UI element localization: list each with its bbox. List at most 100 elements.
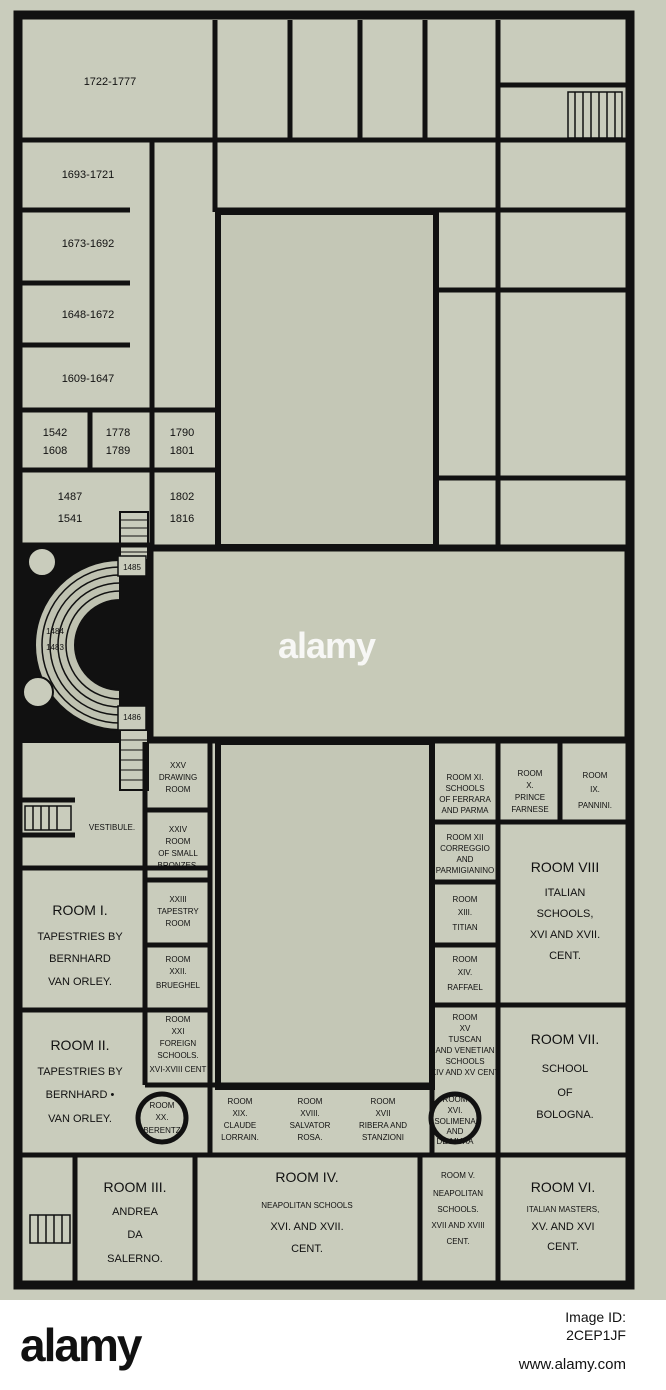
footer-url: www.alamy.com: [518, 1356, 626, 1373]
label-room-xxi-3: FOREIGN: [160, 1039, 197, 1048]
label-room-xix-3: CLAUDE: [224, 1121, 256, 1130]
label-1693-1721: 1693-1721: [62, 169, 115, 181]
label-1790: 1790: [170, 427, 194, 439]
label-room-ii-1: ROOM II.: [50, 1037, 109, 1053]
label-1673-1692: 1673-1692: [62, 238, 115, 250]
label-room-xix-1: ROOM: [228, 1097, 253, 1106]
label-room-xix-4: LORRAIN.: [221, 1133, 259, 1142]
label-room-iv-1: ROOM IV.: [275, 1169, 338, 1185]
label-room-xx-3: BERENTZ: [143, 1126, 180, 1135]
label-room-xxi-5: XVI-XVIII CENT: [150, 1065, 207, 1074]
label-room-viii-5: CENT.: [549, 950, 581, 962]
label-room-vi-2: ITALIAN MASTERS,: [527, 1205, 600, 1214]
label-room-ix-2: IX.: [590, 785, 600, 794]
label-room-xvii-3: RIBERA AND: [359, 1121, 407, 1130]
room-labels: 1722-1777 1693-1721 1673-1692 1648-1672 …: [37, 76, 612, 1265]
label-room-xiv-3: RAFFAEL: [447, 983, 483, 992]
label-room-xii-1: ROOM XII: [447, 833, 484, 842]
label-room-xxv-1: XXV: [170, 761, 187, 770]
interior-walls: [20, 20, 630, 1285]
label-room-xi-3: OF FERRARA: [439, 795, 491, 804]
label-room-ix-3: PANNINI.: [578, 801, 612, 810]
label-room-iii-2: ANDREA: [112, 1206, 159, 1218]
label-room-xxii-2: XXII.: [169, 967, 186, 976]
label-room-x-4: FARNESE: [511, 805, 548, 814]
label-room-xxii-3: BRUEGHEL: [156, 981, 201, 990]
label-1778: 1778: [106, 427, 130, 439]
label-room-xvi-3: SOLIMENA: [434, 1117, 476, 1126]
label-1816: 1816: [170, 513, 194, 525]
label-room-xiv-1: ROOM: [453, 955, 478, 964]
label-room-i-2: TAPESTRIES BY: [37, 931, 123, 943]
label-room-iii-3: DA: [127, 1229, 143, 1241]
label-1486: 1486: [123, 713, 141, 722]
label-1609-1647: 1609-1647: [62, 373, 115, 385]
label-room-xx-2: XX.: [156, 1113, 169, 1122]
label-room-xxi-4: SCHOOLS.: [157, 1051, 198, 1060]
label-room-xvii-2: XVII: [375, 1109, 390, 1118]
label-room-xxiv-3: OF SMALL: [158, 849, 198, 858]
label-room-i-3: BERNHARD: [49, 953, 111, 965]
grand-staircase: [20, 511, 150, 791]
label-room-xi-4: AND PARMA: [442, 806, 490, 815]
floor-plan: 1722-1777 1693-1721 1673-1692 1648-1672 …: [13, 10, 635, 1290]
label-room-xv-5: SCHOOLS: [445, 1057, 484, 1066]
label-room-xiii-3: TITIAN: [452, 923, 478, 932]
label-room-ii-4: VAN ORLEY.: [48, 1113, 112, 1125]
label-1801: 1801: [170, 445, 194, 457]
label-room-xi-2: SCHOOLS: [445, 784, 484, 793]
label-1608: 1608: [43, 445, 67, 457]
label-room-viii-4: XVI AND XVII.: [530, 929, 600, 941]
label-room-v-3: SCHOOLS.: [437, 1205, 478, 1214]
label-room-xv-6: XIV AND XV CENT: [431, 1068, 500, 1077]
label-room-xviii-4: ROSA.: [298, 1133, 323, 1142]
label-room-i-4: VAN ORLEY.: [48, 976, 112, 988]
label-room-xxv-3: ROOM: [166, 785, 191, 794]
label-room-vii-4: BOLOGNA.: [536, 1109, 593, 1121]
label-1485: 1485: [123, 563, 141, 572]
label-room-vii-3: OF: [557, 1087, 573, 1099]
label-room-v-5: CENT.: [446, 1237, 469, 1246]
label-room-iv-3: XVI. AND XVII.: [270, 1221, 343, 1233]
label-room-vi-4: CENT.: [547, 1241, 579, 1253]
label-room-xiv-2: XIV.: [458, 968, 472, 977]
label-room-ii-2: TAPESTRIES BY: [37, 1066, 123, 1078]
label-room-xviii-2: XVIII.: [300, 1109, 320, 1118]
label-room-xviii-1: ROOM: [298, 1097, 323, 1106]
image-id: Image ID: 2CEP1JF: [565, 1308, 626, 1344]
label-room-xxiii-1: XXIII: [169, 895, 186, 904]
label-1789: 1789: [106, 445, 130, 457]
label-room-v-2: NEAPOLITAN: [433, 1189, 483, 1198]
label-room-xv-1: ROOM: [453, 1013, 478, 1022]
label-1648-1672: 1648-1672: [62, 309, 115, 321]
label-room-xvi-2: XVI.: [447, 1106, 462, 1115]
alamy-logo: alamy: [20, 1319, 142, 1371]
label-1542: 1542: [43, 427, 67, 439]
label-room-xii-4: PARMIGIANINO: [436, 866, 495, 875]
label-1484: 1484: [46, 627, 64, 636]
label-room-xxi-2: XXI: [172, 1027, 185, 1036]
label-room-xx-1: ROOM: [150, 1101, 175, 1110]
central-hall: [146, 544, 632, 744]
label-room-vi-1: ROOM VI.: [531, 1179, 596, 1195]
label-room-viii-1: ROOM VIII: [531, 859, 599, 875]
label-room-xvi-5: DE MURA: [437, 1137, 475, 1146]
label-room-xii-2: CORREGGIO: [440, 844, 490, 853]
label-room-iii-1: ROOM III.: [104, 1179, 167, 1195]
label-room-x-2: X.: [526, 781, 534, 790]
label-room-xvi-1: ROOM: [443, 1095, 468, 1104]
label-room-xii-3: AND: [457, 855, 474, 864]
label-1483: 1483: [46, 643, 64, 652]
label-room-xxiii-3: ROOM: [166, 919, 191, 928]
label-room-iv-2: NEAPOLITAN SCHOOLS: [261, 1201, 352, 1210]
label-room-xix-2: XIX.: [232, 1109, 247, 1118]
label-room-iii-4: SALERNO.: [107, 1253, 163, 1265]
label-room-v-1: ROOM V.: [441, 1171, 475, 1180]
image-id-value: 2CEP1JF: [566, 1327, 626, 1343]
label-room-xxi-1: ROOM: [166, 1015, 191, 1024]
label-room-xviii-3: SALVATOR: [290, 1121, 331, 1130]
label-room-xiii-1: ROOM: [453, 895, 478, 904]
label-room-xv-3: TUSCAN: [449, 1035, 482, 1044]
label-room-xi-1: ROOM XI.: [447, 773, 484, 782]
image-id-label: Image ID:: [565, 1309, 626, 1325]
